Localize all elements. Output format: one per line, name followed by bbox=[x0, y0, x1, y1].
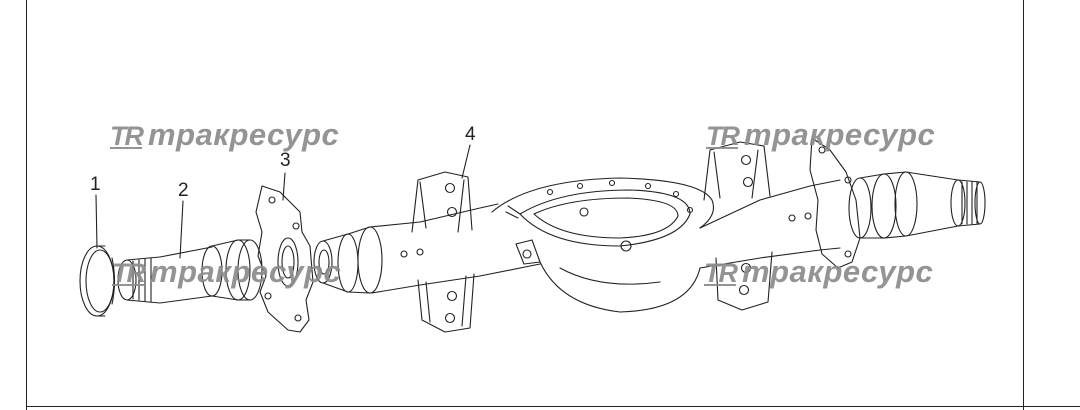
part-1-cap bbox=[79, 245, 116, 317]
watermark-logo: TR bbox=[110, 121, 144, 151]
watermark-brand: тракресурс bbox=[148, 117, 340, 152]
callout-4: 4 bbox=[465, 124, 476, 145]
part-3-flange bbox=[255, 185, 314, 333]
callout-3: 3 bbox=[280, 150, 291, 171]
drawing-frame bbox=[26, 0, 1024, 410]
part-2-axle-shaft bbox=[117, 239, 263, 304]
callout-1: 1 bbox=[90, 174, 101, 195]
leader-line-2 bbox=[179, 200, 184, 259]
part-4-axle-housing bbox=[313, 137, 986, 333]
leader-line-1 bbox=[95, 194, 98, 249]
leader-line-4 bbox=[461, 144, 471, 179]
watermark-brand: тракресурс bbox=[742, 254, 934, 289]
watermark-brand: тракресурс bbox=[150, 254, 342, 289]
bottom-border bbox=[26, 406, 1080, 407]
watermark-logo: TR bbox=[704, 258, 738, 288]
callout-2: 2 bbox=[178, 180, 189, 201]
watermark-logo: TR bbox=[112, 258, 146, 288]
watermark-logo: TR bbox=[706, 121, 740, 151]
watermark-brand: тракресурс bbox=[744, 117, 936, 152]
leader-line-3 bbox=[282, 172, 286, 201]
